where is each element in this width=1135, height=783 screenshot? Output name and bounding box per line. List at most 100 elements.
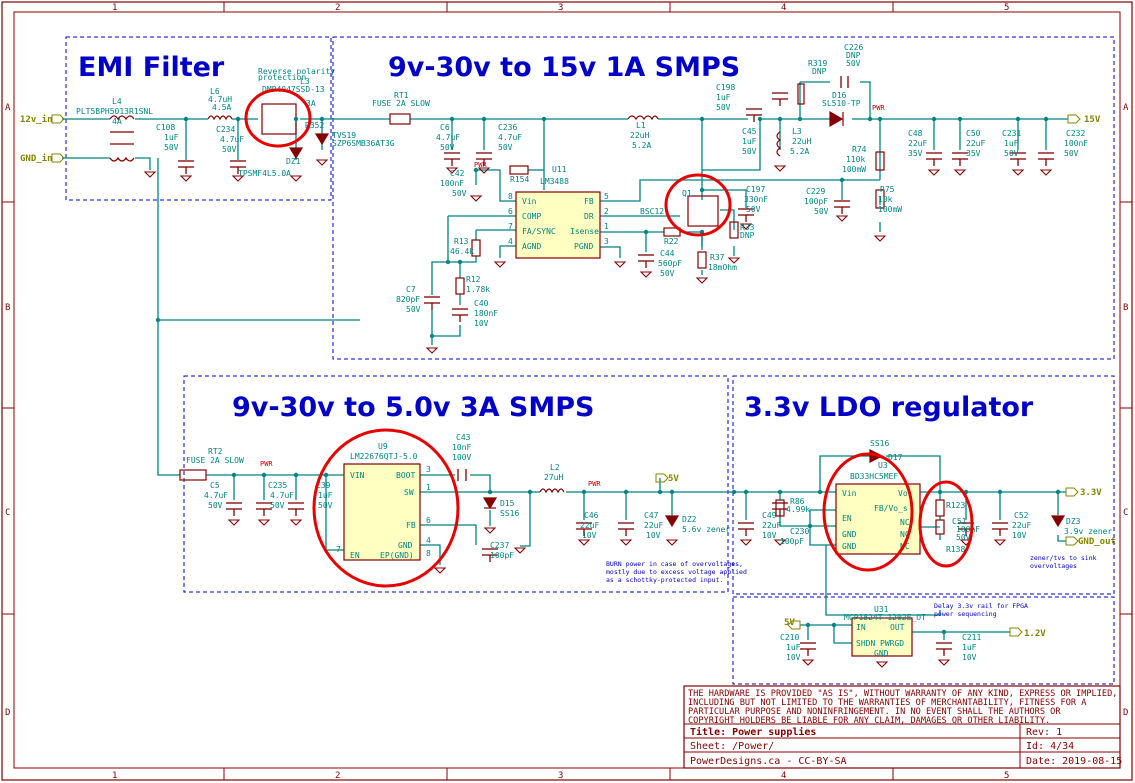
pin-number: 2 (604, 207, 609, 216)
frame-col-label: 5 (1004, 3, 1009, 13)
rt1-label: FUSE 2A SLOW (372, 99, 430, 108)
frame-col-label: 5 (1004, 771, 1009, 781)
q2-label: L3 (300, 77, 310, 86)
junction-dot (323, 472, 329, 478)
ground-symbol (953, 169, 967, 176)
junction-dot (657, 489, 663, 495)
note-burn: mostly due to excess voltage applied (606, 568, 747, 576)
c39-label: C39 (316, 481, 331, 490)
capacitor-symbol (772, 92, 788, 106)
ground-symbol (727, 257, 741, 264)
sheet-inner-border (13, 11, 1121, 769)
c7-label: C7 (406, 285, 416, 294)
note-burn: BURN power in case of overvoltages, (606, 560, 743, 568)
net-flag (787, 620, 801, 630)
r74-label: R74 (852, 145, 867, 154)
frame-col-label: 4 (781, 3, 786, 13)
capacitor-symbol (992, 522, 1008, 536)
c229-label: 100pF (804, 197, 828, 206)
r37-label: 18mOhm (708, 263, 737, 272)
pin-number: 3 (426, 465, 431, 474)
ground-symbol (773, 165, 787, 172)
capacitor-symbol (1010, 152, 1026, 166)
pin-number: 5 (604, 192, 609, 201)
ground-symbol (927, 169, 941, 176)
wires (62, 81, 1068, 644)
ground-symbol (483, 527, 497, 534)
pin-number: 1 (426, 483, 431, 492)
ground-symbol (739, 539, 753, 546)
block-5v-smps (183, 375, 729, 593)
c226-label: DNP (846, 51, 861, 60)
junction-dot (839, 177, 845, 183)
pwr-flag: PWR (588, 480, 601, 488)
c211-label: C211 (962, 633, 981, 642)
ground-symbol (695, 277, 709, 284)
pin-number: 6 (426, 516, 431, 525)
c198-label: C198 (716, 83, 735, 92)
pin-label: FB/Vo_s (874, 504, 908, 513)
highlight-circle (918, 480, 974, 568)
frame-row-label: D (5, 708, 10, 718)
ground-symbol (315, 159, 329, 166)
ground-symbol (1011, 169, 1025, 176)
capacitor-symbol (738, 522, 754, 536)
junction-dot (807, 523, 813, 529)
l1-label: L1 (636, 121, 646, 130)
c235-label: C235 (268, 481, 287, 490)
r33-label: DNP (740, 231, 755, 240)
c231-label: 1uF (1004, 139, 1019, 148)
c39-label: 50V (318, 501, 333, 510)
frame-row-label: B (5, 303, 10, 313)
pin-label: SHDN (856, 639, 875, 648)
d17-label: D17 (888, 453, 903, 462)
frame-col-label: 1 (112, 771, 117, 781)
pin-label: AGND (522, 242, 541, 251)
pin-label: GND (842, 542, 857, 551)
c236-label: C236 (498, 123, 517, 132)
pin-label: DR (584, 212, 594, 221)
dz2-label: DZ2 (682, 515, 697, 524)
pin-label: OUT (890, 623, 905, 632)
c43-label: C43 (456, 433, 471, 442)
c226-label: 50V (846, 59, 861, 68)
c49-label: 22uF (762, 521, 781, 530)
frame-row-label: C (1123, 508, 1128, 518)
pin-label: EN (842, 514, 852, 523)
c47-label: C47 (644, 511, 659, 520)
pin-label: NC (900, 518, 910, 527)
author-text: PowerDesigns.ca - CC-BY-SA (690, 756, 847, 767)
c42-label: 100nF (440, 179, 464, 188)
net-flag (1065, 536, 1079, 546)
c51-label: 50V (956, 533, 971, 542)
c234-label: 50V (222, 145, 237, 154)
c237-label: C237 (490, 541, 509, 550)
c50-label: 22uF (966, 139, 985, 148)
junction-dot (183, 116, 189, 122)
pin-number: 4 (508, 237, 513, 246)
ss16-label: SS16 (870, 439, 889, 448)
junction-dot (699, 116, 705, 122)
pin-label: GND (874, 649, 889, 658)
c48-label: C48 (908, 129, 923, 138)
ground-symbol (875, 661, 889, 668)
note-zener: overvoltages (1030, 562, 1077, 570)
u11-label: U11 (552, 165, 567, 174)
c7-label: 820pF (396, 295, 420, 304)
capacitor-symbol (452, 308, 468, 322)
c5-label: 4.7uF (204, 491, 228, 500)
frame-row-label: A (1123, 103, 1129, 113)
title-text: Title: Power supplies (690, 726, 816, 738)
ground-symbol (739, 223, 753, 230)
frame-row-label: D (1123, 708, 1128, 718)
pwr-flag: PWR (872, 104, 885, 112)
r319-label: R319 (808, 59, 827, 68)
c211-label: 10V (962, 653, 977, 662)
junction-dot (429, 333, 435, 339)
pin-label: GND (842, 530, 857, 539)
rt1-label: RT1 (394, 91, 409, 100)
ground-symbol (477, 167, 491, 174)
capacitor-symbol (444, 152, 460, 166)
net-labels: 12v_in GND_in 15V 5V 3.3V GND_out 1.2V 5… (20, 114, 1116, 639)
c47-label: 22uF (644, 521, 663, 530)
